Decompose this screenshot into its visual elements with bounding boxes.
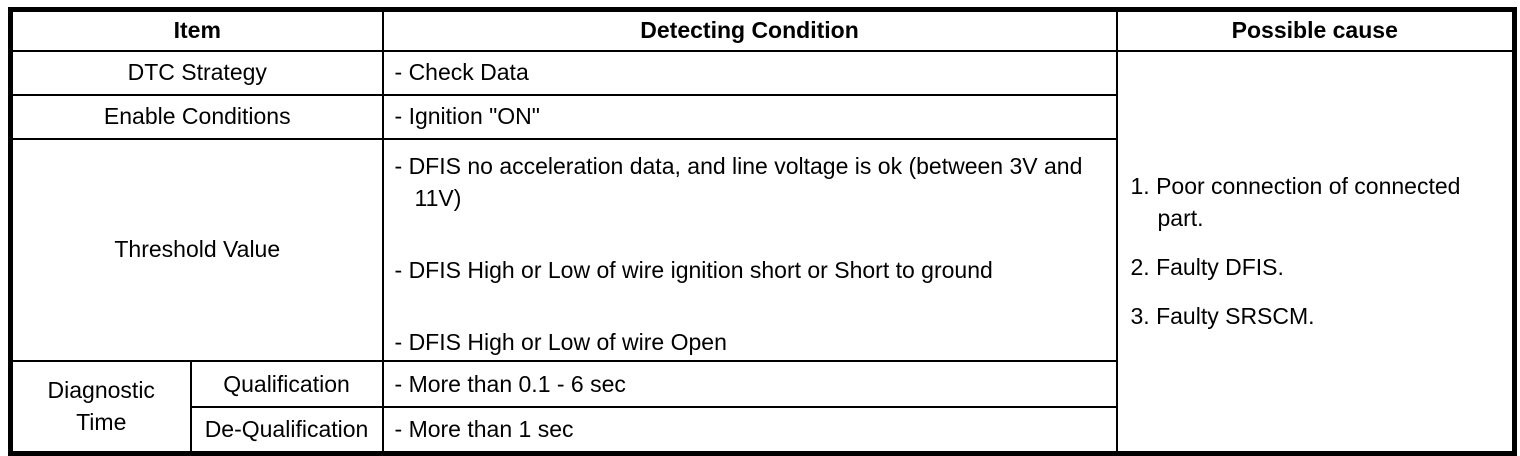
cell-threshold-value-label: Threshold Value xyxy=(9,137,384,363)
dtc-diagnostic-table: Item Detecting Condition Possible cause … xyxy=(8,7,1518,456)
header-detecting-condition: Detecting Condition xyxy=(381,8,1118,52)
header-possible-cause: Possible cause xyxy=(1115,8,1516,52)
cell-qualification-label: Qualification xyxy=(189,360,384,409)
dtc-strategy-condition-text: - Check Data xyxy=(394,59,529,86)
document-page: Item Detecting Condition Possible cause … xyxy=(8,7,1518,456)
cell-dtc-strategy-condition: - Check Data xyxy=(381,49,1118,96)
possible-cause-item-3: 3. Faulty SRSCM. xyxy=(1130,303,1315,330)
row-enable-conditions: Enable Conditions - Ignition "ON" xyxy=(9,93,1515,140)
cell-qualification-condition: - More than 0.1 - 6 sec xyxy=(381,360,1118,409)
cell-dtc-strategy-label: DTC Strategy xyxy=(9,49,384,96)
threshold-condition-2: - DFIS High or Low of wire ignition shor… xyxy=(394,256,993,283)
diagnostic-time-label-text: Diagnostic Time xyxy=(47,377,155,435)
possible-cause-item-1: 1. Poor connection of connected part. xyxy=(1130,172,1461,231)
possible-cause-item-2: 2. Faulty DFIS. xyxy=(1130,254,1284,281)
cell-diagnostic-time-label: Diagnostic Time xyxy=(9,360,192,455)
cell-de-qualification-condition: - More than 1 sec xyxy=(381,406,1118,455)
cell-de-qualification-label: De-Qualification xyxy=(189,406,384,455)
de-qualification-condition-text: - More than 1 sec xyxy=(394,416,574,443)
enable-conditions-condition-text: - Ignition "ON" xyxy=(394,103,540,130)
threshold-condition-1: - DFIS no acceleration data, and line vo… xyxy=(394,152,1083,211)
threshold-condition-3: - DFIS High or Low of wire Open xyxy=(394,329,727,356)
cell-enable-conditions-label: Enable Conditions xyxy=(9,93,384,140)
qualification-condition-text: - More than 0.1 - 6 sec xyxy=(394,371,626,398)
cell-possible-causes: 1. Poor connection of connected part. 2.… xyxy=(1115,49,1516,455)
cell-enable-conditions-condition: - Ignition "ON" xyxy=(381,93,1118,140)
row-dtc-strategy: DTC Strategy - Check Data 1. Poor connec… xyxy=(9,49,1516,455)
row-diagnostic-time-qualification: Diagnostic Time Qualification - More tha… xyxy=(9,360,1515,455)
header-row: Item Detecting Condition Possible cause xyxy=(9,8,1516,52)
row-threshold-value: Threshold Value - DFIS no acceleration d… xyxy=(9,137,1515,363)
cell-threshold-value-conditions: - DFIS no acceleration data, and line vo… xyxy=(381,137,1118,363)
header-item: Item xyxy=(9,8,384,52)
